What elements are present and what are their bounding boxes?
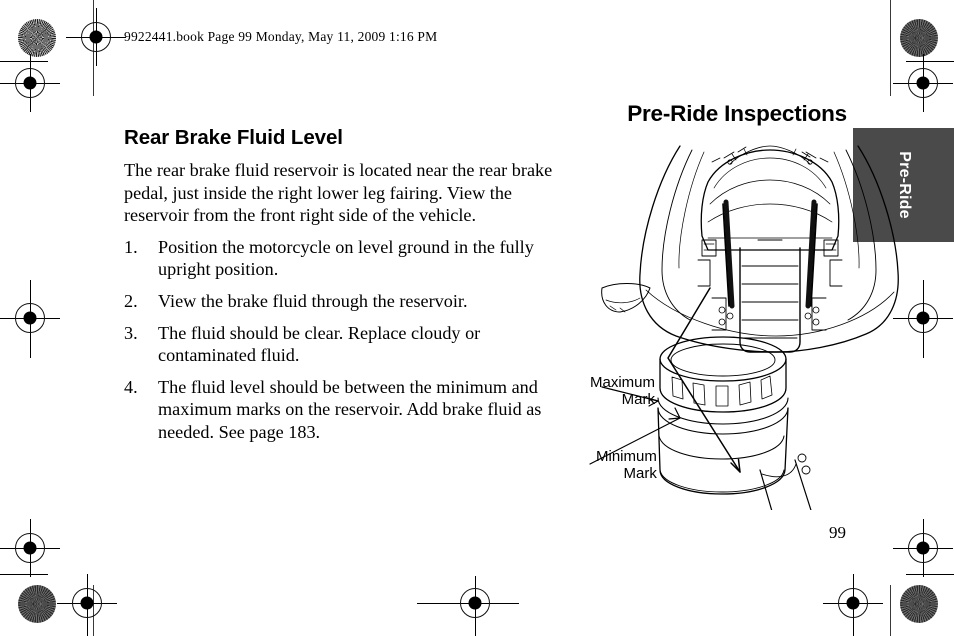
registration-rosette-bottom-left — [18, 585, 56, 623]
intro-paragraph: The rear brake fluid reservoir is locate… — [124, 160, 553, 226]
callout-line-2: Mark — [621, 391, 656, 408]
callout-line-1: Maximum — [590, 374, 656, 391]
callout-line-1: Minimum — [596, 448, 657, 465]
trim-line-top-right — [906, 61, 954, 63]
section-heading: Rear Brake Fluid Level — [124, 126, 343, 149]
list-item: 4. The fluid level should be between the… — [124, 376, 554, 444]
step-text: View the brake fluid through the reservo… — [158, 290, 468, 311]
side-tab-pre-ride: Pre-Ride — [853, 128, 954, 242]
step-number: 3. — [124, 322, 138, 343]
page-number: 99 — [829, 523, 846, 542]
trim-line-bottom-left — [0, 574, 48, 576]
procedure-steps-list: 1. Position the motorcycle on level grou… — [124, 236, 554, 444]
registration-rosette-bottom-right — [900, 585, 938, 623]
trim-line-right — [890, 0, 892, 96]
trim-line-top-left — [0, 61, 48, 63]
step-number: 2. — [124, 290, 138, 311]
step-number: 1. — [124, 236, 138, 257]
step-text: Position the motorcycle on level ground … — [158, 236, 534, 280]
step-text: The fluid should be clear. Replace cloud… — [158, 322, 481, 366]
list-item: 3. The fluid should be clear. Replace cl… — [124, 322, 554, 367]
motorcycle-front-and-reservoir-illustration — [589, 145, 899, 581]
trim-line-right-lower — [890, 585, 892, 636]
callout-minimum-mark: Minimum Mark — [596, 448, 657, 482]
step-number: 4. — [124, 376, 138, 397]
step-text: The fluid level should be between the mi… — [158, 376, 542, 442]
list-item: 2. View the brake fluid through the rese… — [124, 290, 554, 313]
book-file-header: 9922441.book Page 99 Monday, May 11, 200… — [124, 29, 438, 44]
registration-rosette-top-left — [18, 19, 56, 57]
page-title: Pre-Ride Inspections — [627, 101, 847, 126]
callout-line-2: Mark — [623, 465, 657, 482]
trim-line-bottom-right — [906, 574, 954, 576]
registration-rosette-top-right — [900, 19, 938, 57]
brake-reservoir-figure — [580, 140, 954, 581]
left-text-column: Rear Brake Fluid Level The rear brake fl… — [124, 126, 554, 453]
list-item: 1. Position the motorcycle on level grou… — [124, 236, 554, 281]
callout-maximum-mark: Maximum Mark — [590, 374, 655, 408]
